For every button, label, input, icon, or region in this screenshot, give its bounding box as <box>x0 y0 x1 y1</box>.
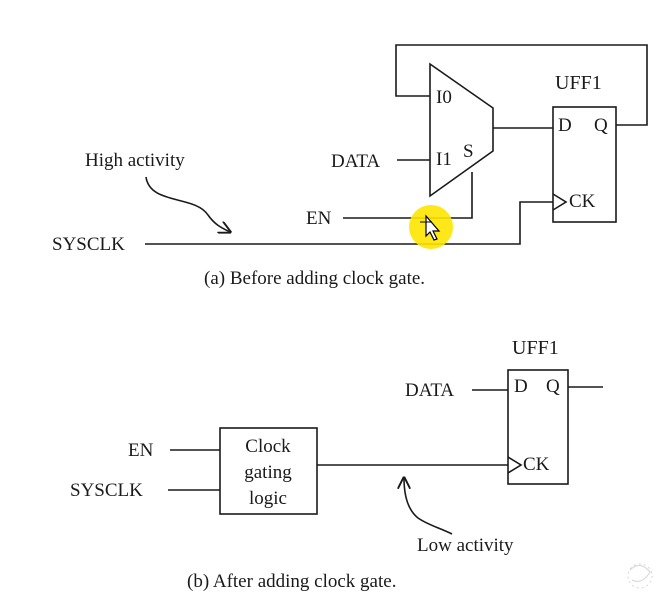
ff-a-ck-label: CK <box>569 191 596 212</box>
feedback-wire <box>395 44 648 126</box>
caption-b: (b) After adding clock gate. <box>187 571 396 592</box>
high-activity-label: High activity <box>85 150 185 171</box>
ff-a-title: UFF1 <box>555 72 602 94</box>
high-activity-arrow <box>145 176 230 232</box>
data-b-label: DATA <box>405 380 454 401</box>
flip-flop-a <box>552 106 617 223</box>
watermark-logo-icon <box>627 563 653 589</box>
sysclk-b-label: SYSCLK <box>70 480 143 501</box>
low-activity-label: Low activity <box>417 535 514 556</box>
gate-line-1: Clock <box>245 436 291 457</box>
en-a-label: EN <box>306 208 332 229</box>
gate-line-2: gating <box>244 462 292 483</box>
en-a-wire <box>343 172 473 219</box>
ff-b-q-label: Q <box>546 376 560 397</box>
mux-s-label: S <box>463 141 474 162</box>
ff-a-q-label: Q <box>594 115 608 136</box>
ff-b-d-label: D <box>514 376 528 397</box>
sysclk-a-label: SYSCLK <box>52 234 125 255</box>
cursor-highlight <box>409 205 453 249</box>
diagram-a: I0 I1 S UFF1 D Q CK DATA EN SYSCLK High … <box>52 44 648 289</box>
ff-b-ck-label: CK <box>523 454 550 475</box>
gate-line-3: logic <box>249 488 287 509</box>
low-activity-arrow <box>404 478 453 535</box>
clock-gating-logic-box <box>219 427 318 515</box>
ff-a-clock-triangle <box>552 193 568 211</box>
move-cursor-icon <box>420 214 441 241</box>
mux <box>429 62 494 198</box>
ff-b-clock-triangle <box>507 456 523 474</box>
en-b-label: EN <box>128 440 154 461</box>
flip-flop-b <box>507 369 569 485</box>
ff-b-title: UFF1 <box>512 337 559 359</box>
caption-a: (a) Before adding clock gate. <box>204 268 425 289</box>
sysclk-a-wire <box>145 201 553 245</box>
mux-i0-label: I0 <box>436 87 452 108</box>
mux-i1-label: I1 <box>436 149 452 170</box>
data-a-label: DATA <box>331 151 380 172</box>
ff-a-d-label: D <box>558 115 572 136</box>
diagram-b: Clock gating logic EN SYSCLK UFF1 D Q CK… <box>70 337 603 592</box>
